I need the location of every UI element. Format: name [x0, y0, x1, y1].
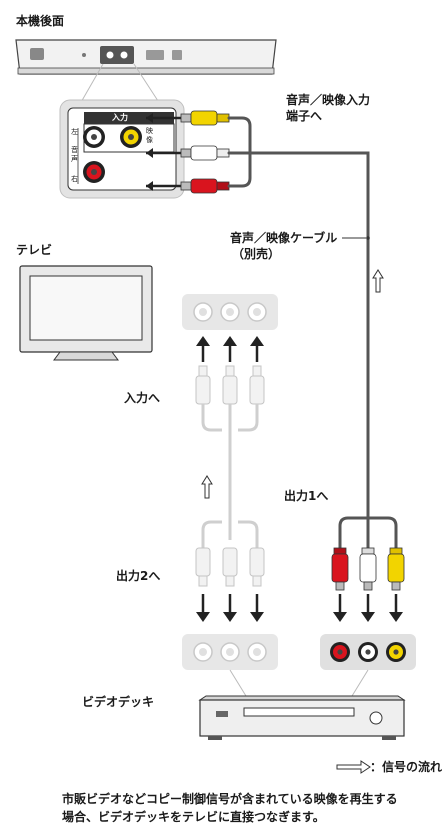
cable-label-line1: 音声／映像ケーブル	[230, 231, 338, 245]
deck-callout	[229, 669, 369, 697]
note-text: 市販ビデオなどコピー制御信号が含まれている映像を再生する 場合、ビデオデッキをテ…	[62, 790, 398, 826]
audio-left-label: 左	[71, 128, 78, 136]
video-deck	[198, 695, 406, 740]
input-panel-label: 入力	[112, 113, 128, 122]
player-unit	[15, 39, 277, 75]
output2-arrows	[196, 594, 264, 622]
legend-label: ：信号の流れ	[370, 760, 443, 774]
av-input-label-line2: 端子へ	[286, 109, 323, 123]
audio-marker-label: 音声	[71, 146, 78, 163]
deck-output2-panel	[182, 634, 278, 670]
audio-left-jack	[83, 126, 105, 148]
faded-cable	[195, 365, 265, 587]
player-plugs	[146, 110, 230, 194]
av-cable	[227, 116, 398, 550]
zoom-callout	[79, 63, 161, 105]
tv-set	[19, 265, 153, 361]
output1-arrows	[333, 594, 403, 622]
output1-plugs	[331, 547, 405, 591]
cable-label-line2: （別売）	[232, 247, 281, 261]
audio-right-label: 右	[71, 175, 78, 183]
tv-input-arrows	[196, 336, 264, 362]
signal-flow-arrow-right	[372, 269, 384, 293]
legend-arrow-icon	[336, 760, 371, 774]
to-output2-label: 出力2へ	[116, 569, 161, 583]
deck-output1-panel	[320, 634, 416, 670]
video-jack-label: 映像	[146, 127, 153, 144]
player-rear-label: 本機後面	[16, 14, 65, 28]
tv-label: テレビ	[16, 243, 53, 257]
audio-right-jack	[83, 161, 105, 183]
av-input-label-line1: 音声／映像入力	[286, 93, 371, 107]
video-jack	[120, 126, 142, 148]
tv-input-panel	[182, 294, 278, 330]
to-input-label: 入力へ	[124, 391, 161, 405]
note-line-1: 市販ビデオなどコピー制御信号が含まれている映像を再生する	[62, 792, 398, 806]
input-panel-zoom	[59, 99, 185, 199]
video-deck-label: ビデオデッキ	[82, 695, 155, 709]
note-line-2: 場合、ビデオデッキをテレビに直接つなぎます。	[62, 810, 325, 824]
to-output1-label: 出力1へ	[284, 489, 329, 503]
signal-flow-arrow-left	[201, 475, 213, 499]
